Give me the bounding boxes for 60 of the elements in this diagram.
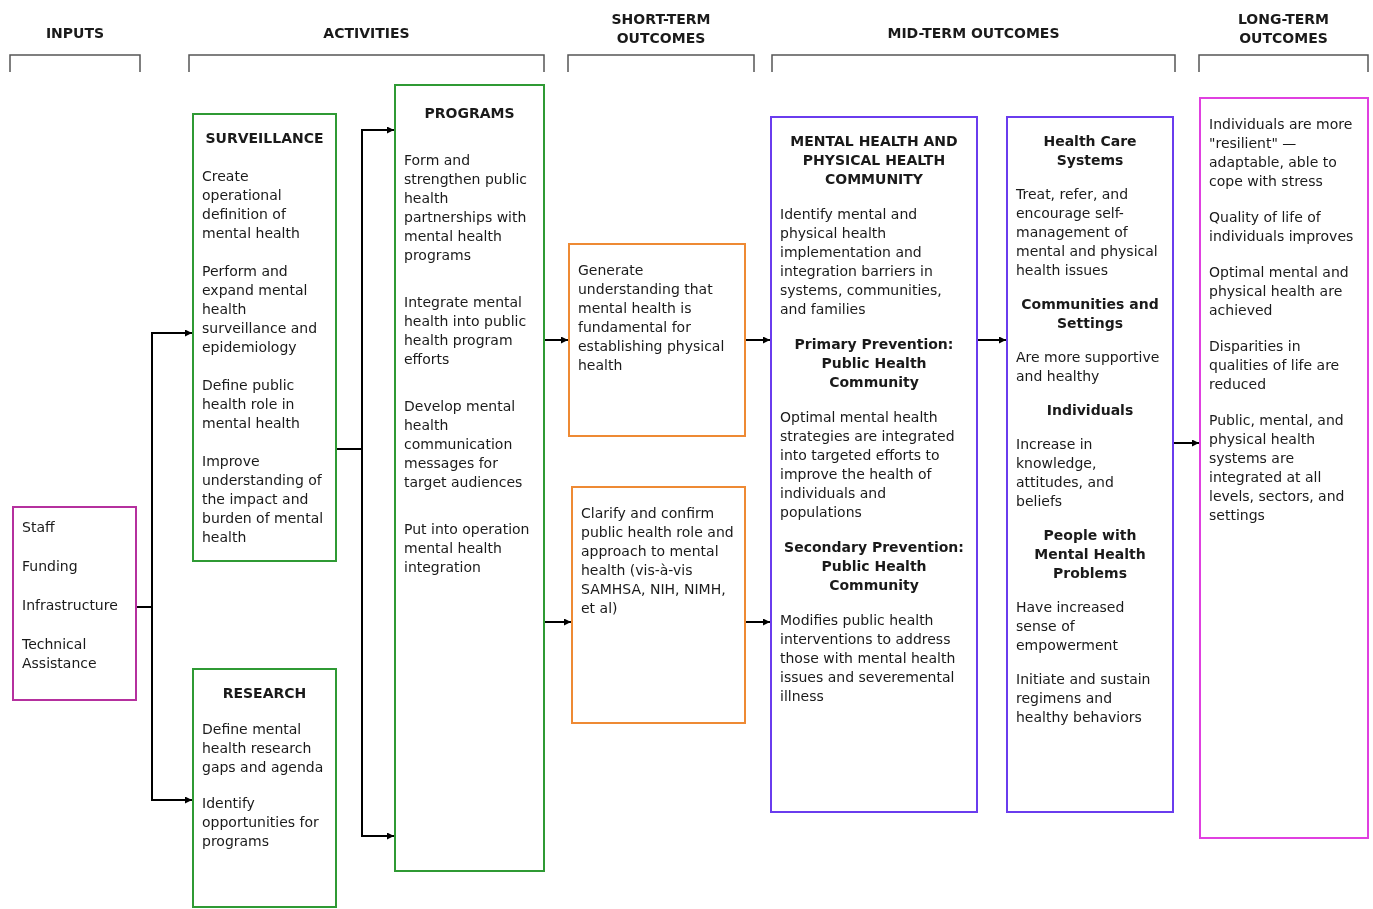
- box-text: Clarify and confirm public health role and approach to mental health (vis-à-vis SAMHSA, NIH, NIMH, et al): [581, 504, 735, 618]
- process-box: [12, 506, 137, 701]
- box-heading: Individuals: [1045, 401, 1135, 420]
- box-heading: Communities and Settings: [1020, 295, 1160, 333]
- box-text: Disparities in qualities of life are reduced: [1209, 337, 1341, 394]
- box-text: Put into operation mental health integration: [404, 520, 531, 577]
- process-box: [1006, 116, 1174, 813]
- box-text: Generate understanding that mental health is fundamental for establishing physical health: [578, 261, 726, 375]
- connector-arrow: [544, 336, 569, 344]
- box-heading: Secondary Prevention: Public Health Community: [783, 538, 965, 595]
- box-text: Identify opportunities for programs: [202, 794, 320, 851]
- box-text: Define public health role in mental health: [202, 376, 301, 433]
- box-text: Funding: [22, 557, 79, 576]
- box-text: Integrate mental health into public health program efforts: [404, 293, 528, 369]
- box-heading: SURVEILLANCE: [204, 129, 325, 148]
- connector-arrow: [136, 606, 193, 804]
- box-text: Are more supportive and healthy: [1016, 348, 1161, 386]
- process-box: [192, 113, 337, 562]
- process-box: [394, 84, 545, 872]
- box-text: Quality of life of individuals improves: [1209, 208, 1355, 246]
- column-heading: INPUTS: [44, 24, 106, 43]
- box-heading: PROGRAMS: [423, 104, 516, 123]
- column-heading: ACTIVITIES: [322, 24, 411, 43]
- box-text: Increase in knowledge, attitudes, and beliefs: [1016, 435, 1115, 511]
- process-box: [192, 668, 337, 908]
- box-text: Have increased sense of empowerment: [1016, 598, 1126, 655]
- box-heading: People with Mental Health Problems: [1033, 526, 1147, 583]
- connector-arrow: [745, 336, 771, 344]
- box-text: Treat, refer, and encourage self-management of mental and physical health issues: [1016, 185, 1159, 280]
- connector-arrow: [1173, 439, 1200, 447]
- process-box: [1199, 97, 1369, 839]
- box-text: Create operational definition of mental health: [202, 167, 301, 243]
- box-text: Define mental health research gaps and agenda: [202, 720, 325, 777]
- box-text: Form and strengthen public health partnerships with mental health programs: [404, 151, 529, 265]
- box-heading: RESEARCH: [221, 684, 308, 703]
- box-text: Perform and expand mental health surveillance and epidemiology: [202, 262, 319, 357]
- column-heading: SHORT-TERM OUTCOMES: [610, 10, 712, 48]
- connector-arrow: [977, 336, 1007, 344]
- box-heading: Health Care Systems: [1042, 132, 1138, 170]
- box-text: Identify mental and physical health implementation and integration barriers in systems, communities, and families: [780, 205, 943, 319]
- connector-arrow: [745, 618, 771, 626]
- box-text: Develop mental health communication messages for target audiences: [404, 397, 524, 492]
- process-box: [571, 486, 746, 724]
- box-text: Staff: [22, 518, 56, 537]
- box-heading: MENTAL HEALTH AND PHYSICAL HEALTH COMMUNITY: [789, 132, 959, 189]
- box-text: Improve understanding of the impact and burden of mental health: [202, 452, 325, 547]
- process-box: [770, 116, 978, 813]
- box-text: Technical Assistance: [22, 635, 98, 673]
- box-text: Individuals are more "resilient" — adaptable, able to cope with stress: [1209, 115, 1354, 191]
- process-box: [568, 243, 746, 437]
- column-heading: MID-TERM OUTCOMES: [886, 24, 1061, 43]
- box-text: Optimal mental health strategies are integrated into targeted efforts to improve the health of individuals and populations: [780, 408, 956, 522]
- box-text: Infrastructure: [22, 596, 119, 615]
- connector-arrow: [544, 618, 572, 626]
- box-heading: Primary Prevention: Public Health Community: [793, 335, 955, 392]
- box-text: Initiate and sustain regimens and healthy behaviors: [1016, 670, 1152, 727]
- column-heading: LONG-TERM OUTCOMES: [1236, 10, 1331, 48]
- box-text: Modifies public health interventions to address those with mental health issues and severemental illness: [780, 611, 957, 706]
- box-text: Optimal mental and physical health are achieved: [1209, 263, 1350, 320]
- box-text: Public, mental, and physical health systems are integrated at all levels, sectors, and settings: [1209, 411, 1346, 525]
